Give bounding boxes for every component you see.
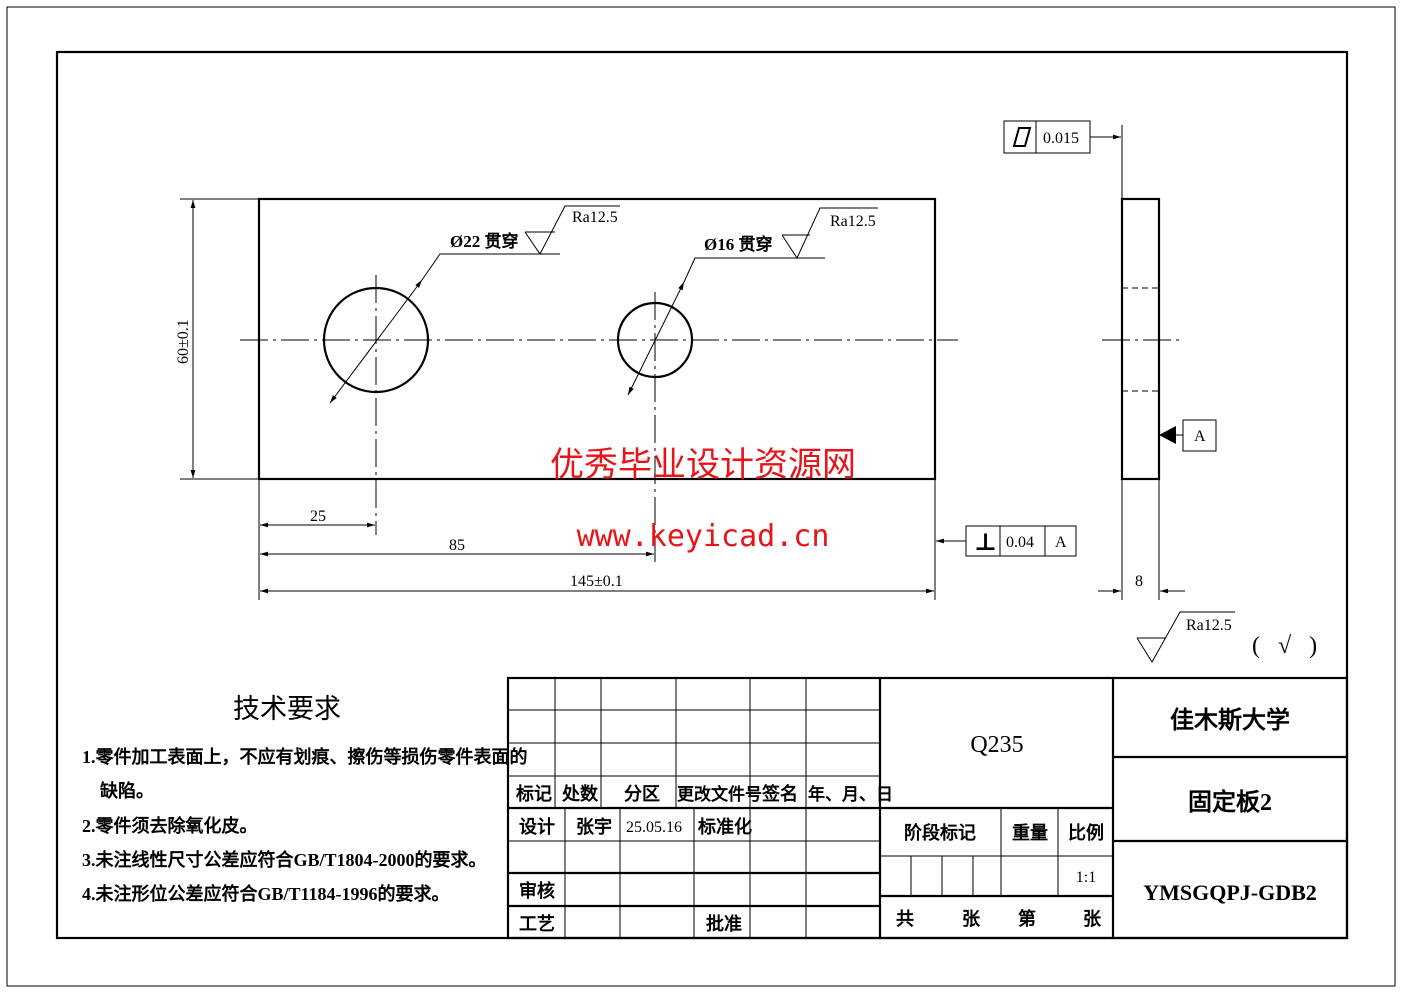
technical-requirements: 技术要求 1.零件加工表面上，不应有划痕、擦伤等损伤零件表面的 缺陷。 2.零件… <box>82 694 528 904</box>
standard-label: 标准化 <box>697 816 752 837</box>
perpendicularity-frame <box>965 525 1077 557</box>
flatness-value: 0.015 <box>1043 130 1079 147</box>
perpendicularity-icon: ⊥ <box>974 530 997 556</box>
sheet-number-label: 第 <box>1018 908 1036 929</box>
requirement-item: 4.未注形位公差应符合GB/T1184-1996的要求。 <box>82 883 450 904</box>
other-roughness: ( √ ) <box>1252 633 1323 659</box>
requirements-title: 技术要求 <box>233 694 341 724</box>
hole2-label: Ø16 贯穿 <box>704 234 772 254</box>
datum-frame <box>1182 419 1217 452</box>
scale-label: 比例 <box>1068 822 1104 843</box>
roughness-symbol <box>524 205 620 255</box>
hole2-diameter-line <box>627 281 685 396</box>
school-name: 佳木斯大学 <box>1170 706 1290 734</box>
outer-border <box>6 6 1396 987</box>
header-change-doc: 更改文件号 <box>677 784 762 804</box>
designer-name: 张宇 <box>576 816 612 837</box>
hole1-diameter-line <box>329 279 423 404</box>
hole2-roughness: Ra12.5 <box>830 213 876 230</box>
plate-outline <box>257 197 937 481</box>
header-zone: 分区 <box>624 784 660 804</box>
part-name: 固定板2 <box>1188 788 1272 816</box>
review-label: 审核 <box>519 880 555 901</box>
header-mark: 标记 <box>515 783 552 804</box>
title-block: 标记 处数 分区 更改文件号 签名 年、月、日 设计 张宇 25.05.16 标… <box>506 676 1349 940</box>
flatness-icon <box>1012 127 1032 147</box>
hole1-roughness: Ra12.5 <box>572 209 618 226</box>
dim-145-text: 145±0.1 <box>570 573 623 590</box>
requirement-item: 1.零件加工表面上，不应有划痕、擦伤等损伤零件表面的 <box>82 746 528 767</box>
header-date: 年、月、日 <box>808 784 893 804</box>
drawing-frame <box>55 50 1349 940</box>
dim-85-text: 85 <box>449 537 465 554</box>
material: Q235 <box>970 732 1023 758</box>
hole1-label: Ø22 贯穿 <box>450 231 518 251</box>
requirement-item: 3.未注线性尺寸公差应符合GB/T1804-2000的要求。 <box>82 849 487 870</box>
general-roughness-symbol <box>1136 611 1235 663</box>
stage-label: 阶段标记 <box>904 822 976 843</box>
sheets-total-label: 共 <box>896 909 914 929</box>
hole1-leader <box>421 253 560 281</box>
requirement-item: 2.零件须去除氧化皮。 <box>82 815 258 836</box>
design-label: 设计 <box>519 816 555 837</box>
process-label: 工艺 <box>519 913 555 934</box>
header-signature: 签名 <box>761 783 798 804</box>
front-view: Ø22 贯穿 Ra12.5 Ø16 贯穿 Ra12.5 60±0.1 25 85… <box>175 197 1077 600</box>
requirement-item: 缺陷。 <box>99 780 154 801</box>
watermark-url: www.keyicad.cn <box>577 519 830 554</box>
hole2-leader <box>683 257 825 283</box>
perpendicularity-value: 0.04 <box>1006 534 1034 551</box>
dim-25-text: 25 <box>310 508 326 525</box>
sheet-unit: 张 <box>1083 909 1102 929</box>
height-dim-text: 60±0.1 <box>175 319 192 364</box>
approve-label: 批准 <box>706 913 742 934</box>
side-outline <box>1120 197 1161 481</box>
dim-8-text: 8 <box>1135 573 1143 590</box>
general-roughness-value: Ra12.5 <box>1186 617 1232 634</box>
design-date: 25.05.16 <box>626 819 682 836</box>
scale-value: 1:1 <box>1076 869 1096 886</box>
datum-triangle <box>1159 426 1176 444</box>
side-view: 8 0.015 A Ra12.5 ( √ ) <box>1003 120 1323 663</box>
roughness-symbol <box>781 207 878 260</box>
weight-label: 重量 <box>1012 822 1048 843</box>
perpendicularity-datum: A <box>1055 534 1067 551</box>
watermark-title: 优秀毕业设计资源网 <box>550 445 856 485</box>
sheets-unit: 张 <box>962 909 981 929</box>
drawing-number: YMSGQPJ-GDB2 <box>1143 880 1317 905</box>
datum-label: A <box>1194 428 1206 445</box>
header-count: 处数 <box>561 783 599 804</box>
